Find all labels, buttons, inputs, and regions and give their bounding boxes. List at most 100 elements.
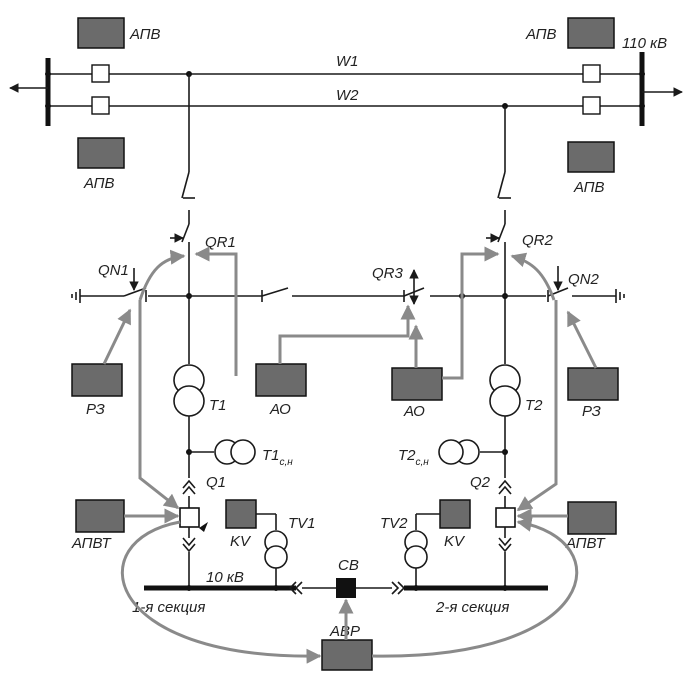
rz-label-left: РЗ xyxy=(86,401,105,418)
q1-to-avr-signal xyxy=(120,520,322,664)
apv-label-bottom-left: АПВ xyxy=(83,175,115,192)
node xyxy=(639,71,645,77)
qn1-blade xyxy=(123,287,147,297)
jumper-disconnector-blade xyxy=(261,287,289,297)
transformer-t1-secondary xyxy=(173,385,205,417)
label-w2: W2 xyxy=(336,87,359,104)
breaker-q1 xyxy=(179,507,200,528)
transformer-t2cn-primary xyxy=(438,439,464,465)
label-t1cn-main: T1 xyxy=(262,447,280,464)
label-t2cn-main: T2 xyxy=(398,447,416,464)
apv-label-bottom-right: АПВ xyxy=(573,179,605,196)
kv-block-left xyxy=(225,499,257,529)
ao-label-right: АО xyxy=(403,403,425,420)
label-voltage-hv: 110 кВ xyxy=(622,35,667,52)
ao-block-right xyxy=(391,367,443,401)
breaker-w1-left xyxy=(91,64,110,83)
signal-paths xyxy=(102,246,598,664)
ao-to-qr3-signal xyxy=(278,304,416,364)
bus1-sv-contact xyxy=(288,581,303,595)
ao-to-qr2-signal xyxy=(442,246,500,380)
rz-to-qn2-signal xyxy=(566,310,598,369)
label-section-2: 2-я секция xyxy=(435,599,509,616)
label-t2: T2 xyxy=(525,397,543,414)
apvt-label-right: АПВТ xyxy=(565,535,607,552)
node xyxy=(639,103,645,109)
ao-to-qr1-signal xyxy=(194,246,238,376)
sectional-breaker-sv xyxy=(336,578,356,598)
avr-block xyxy=(321,639,373,671)
label-section-1: 1-я секция xyxy=(132,599,205,616)
label-t2cn-sub: с,н xyxy=(416,457,430,468)
breaker-q2 xyxy=(495,507,516,528)
node xyxy=(45,103,51,109)
apv-block-top-right xyxy=(567,17,615,49)
disconnector-blade xyxy=(497,171,506,199)
bus2-sv-contact xyxy=(391,581,406,595)
kv-block-right xyxy=(439,499,471,529)
kv-label-right: KV xyxy=(444,533,466,550)
apv-block-bottom-left xyxy=(77,137,125,169)
qn2-to-q2-signal xyxy=(516,300,558,512)
ao-label-left: АО xyxy=(269,401,291,418)
rz-block-left xyxy=(71,363,123,397)
node xyxy=(45,71,51,77)
label-t1cn: T1с,н xyxy=(262,447,293,468)
label-qn2: QN2 xyxy=(568,271,600,288)
label-t1: T1 xyxy=(209,397,227,414)
kv-label-left: KV xyxy=(230,533,252,550)
transformer-t2-secondary xyxy=(489,385,521,417)
q1-lower-contact xyxy=(182,537,196,553)
breaker-w2-left xyxy=(91,96,110,115)
apv-block-bottom-right xyxy=(567,141,615,173)
label-tv1: TV1 xyxy=(288,515,316,532)
apv-label-top-left: АПВ xyxy=(129,26,161,43)
avr-to-q2-signal xyxy=(371,516,579,658)
label-qr2: QR2 xyxy=(522,232,554,249)
disconnector-blade xyxy=(181,171,190,199)
apvt-block-right xyxy=(567,501,617,535)
rz-block-right xyxy=(567,367,619,401)
left-branch: QR1 T1 T1с,н Q1 KV TV1 xyxy=(170,71,316,591)
label-sv: СВ xyxy=(338,557,359,574)
apv-label-top-right: АПВ xyxy=(525,26,557,43)
control-blocks: РЗ АО АО РЗ АПВТ АПВТ АВР xyxy=(71,363,619,671)
breaker-w2-right xyxy=(582,96,601,115)
transformer-t1cn-secondary xyxy=(230,439,256,465)
q2-lower-contact xyxy=(498,537,512,553)
label-t2cn: T2с,н xyxy=(398,447,429,468)
qn1-to-qr1-signal xyxy=(138,249,186,301)
q2-upper-contact xyxy=(498,479,512,495)
qr1-blade xyxy=(181,223,190,243)
hv-lines: W1 W2 110 кВ xyxy=(9,35,683,126)
right-branch: QR2 T2 T2с,н Q2 KV TV2 xyxy=(380,103,554,591)
rz-label-right: РЗ xyxy=(582,403,601,420)
jumper-bus: QR3 QN1 QN2 xyxy=(71,262,625,305)
ao-block-left xyxy=(255,363,307,397)
label-voltage-lv: 10 кВ xyxy=(206,569,244,586)
label-w1: W1 xyxy=(336,53,359,70)
transformer-tv1-secondary xyxy=(264,545,288,569)
qn2-to-qr2-signal xyxy=(510,252,556,301)
label-q1: Q1 xyxy=(206,474,226,491)
label-qr3: QR3 xyxy=(372,265,404,282)
transformer-tv2-secondary xyxy=(404,545,428,569)
qn1-to-q1-signal xyxy=(138,300,180,510)
apv-block-top-left xyxy=(77,17,125,49)
apvt-label-left: АПВТ xyxy=(71,535,113,552)
label-tv2: TV2 xyxy=(380,515,408,532)
q1-upper-contact xyxy=(182,479,196,495)
apv-blocks: АПВ АПВ АПВ АПВ xyxy=(77,17,615,196)
label-t1cn-sub: с,н xyxy=(280,457,294,468)
label-q2: Q2 xyxy=(470,474,491,491)
apvt-block-left xyxy=(75,499,125,533)
label-qn1: QN1 xyxy=(98,262,129,279)
label-qr1: QR1 xyxy=(205,234,236,251)
rz-to-qn1-signal xyxy=(102,308,132,365)
qr2-blade xyxy=(497,223,506,243)
breaker-w1-right xyxy=(582,64,601,83)
lv-bus: СВ 10 кВ 1-я секция 2-я секция xyxy=(132,557,548,616)
q1-trip-mark xyxy=(199,522,208,532)
